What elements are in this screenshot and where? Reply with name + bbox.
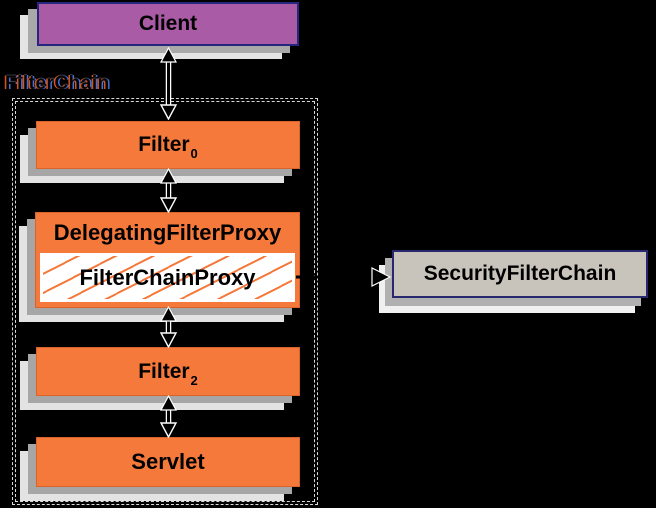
node-filter-chain-proxy-label: FilterChainProxy — [79, 264, 256, 290]
double-arrow-vertical-icon — [159, 306, 178, 348]
node-filter2: Filter2 — [36, 347, 300, 396]
double-arrow-vertical-icon — [159, 47, 178, 120]
double-arrow-vertical-icon — [159, 395, 178, 438]
arrow-right-icon — [296, 267, 392, 287]
node-servlet: Servlet — [36, 437, 300, 487]
node-filter0-subscript: 0 — [190, 146, 198, 161]
node-filter0: Filter0 — [36, 121, 300, 169]
node-delegating-filter-proxy: DelegatingFilterProxy FilterChainProxy — [35, 212, 300, 308]
node-filter0-label: Filter0 — [138, 133, 198, 161]
node-client: Client — [37, 2, 299, 46]
filterchain-group-boundary — [12, 98, 318, 505]
node-client-label: Client — [138, 12, 198, 35]
node-servlet-label: Servlet — [131, 449, 205, 474]
double-arrow-vertical-icon — [159, 168, 178, 213]
filterchain-group-label: FilterChain — [5, 73, 110, 94]
node-filter-chain-proxy: FilterChainProxy — [40, 253, 295, 302]
filterchain-group-boundary-inner — [15, 101, 315, 502]
node-filter2-label: Filter2 — [138, 359, 198, 388]
node-security-filter-chain: SecurityFilterChain — [392, 250, 648, 298]
node-filter-chain-proxy-hatch: FilterChainProxy — [43, 256, 292, 299]
node-delegating-filter-proxy-label: DelegatingFilterProxy — [53, 220, 282, 245]
node-security-filter-chain-label: SecurityFilterChain — [423, 262, 617, 285]
node-filter2-subscript: 2 — [190, 372, 198, 388]
